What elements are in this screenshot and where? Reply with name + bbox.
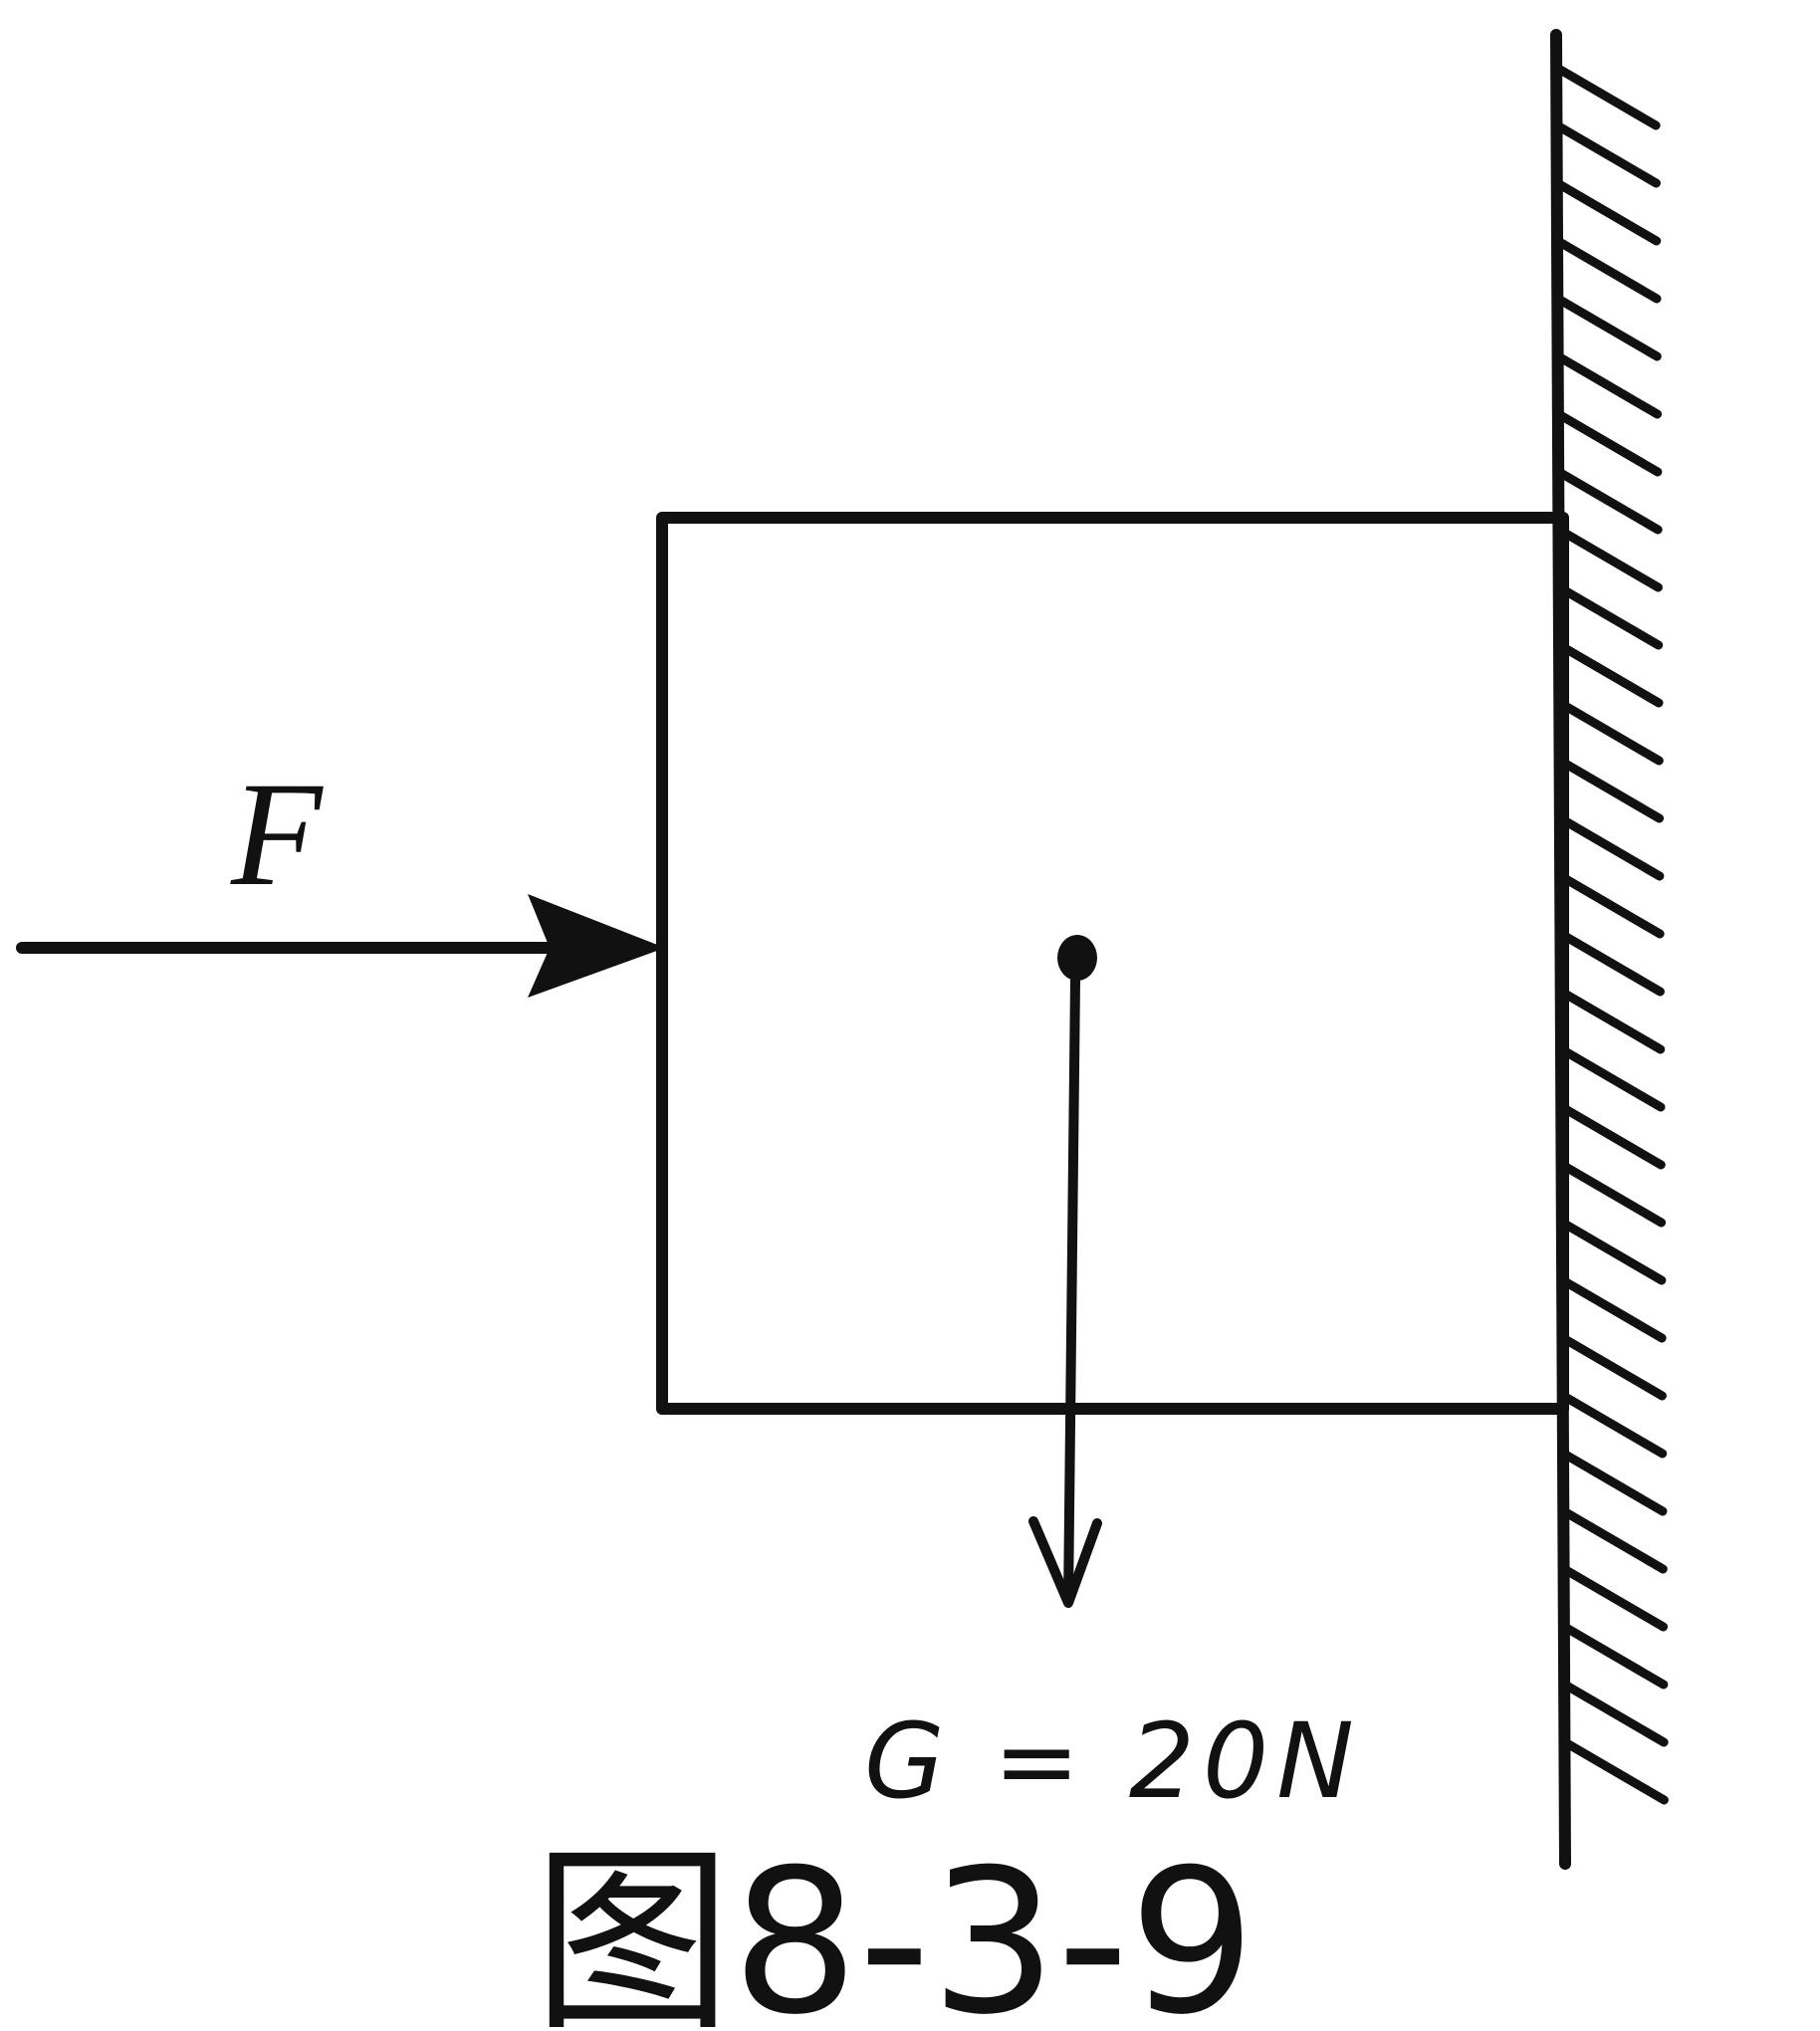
hatch-mark: [1561, 1162, 1667, 1228]
wall: [1550, 29, 1669, 1870]
hatch-mark: [1561, 1277, 1667, 1343]
hatch-mark: [1555, 65, 1661, 130]
hatch-mark: [1562, 1393, 1668, 1459]
gravity-arrow: [1028, 935, 1102, 1608]
gravity-arrow-shaft: [1063, 976, 1080, 1606]
hatch-mark: [1559, 873, 1665, 939]
hatch-mark: [1561, 1335, 1667, 1401]
hatch-mark: [1563, 1682, 1669, 1747]
hatch-mark: [1556, 180, 1662, 246]
wall-hatching: [1555, 65, 1669, 1805]
hatch-mark: [1559, 815, 1665, 881]
hatch-mark: [1555, 122, 1661, 188]
block: [656, 512, 1569, 1415]
hatch-mark: [1562, 1451, 1668, 1516]
gravity-arrow-head: [1028, 1516, 1102, 1608]
hatch-mark: [1563, 1739, 1669, 1805]
hatch-mark: [1559, 931, 1665, 997]
hatch-mark: [1558, 584, 1664, 650]
hatch-mark: [1558, 642, 1664, 708]
hatch-mark: [1559, 758, 1665, 823]
hatch-mark: [1557, 353, 1663, 419]
hatch-mark: [1557, 411, 1663, 477]
hatch-mark: [1560, 1104, 1666, 1170]
hatch-mark: [1557, 527, 1663, 592]
force-arrow-head: [528, 894, 665, 998]
hatch-mark: [1560, 1046, 1666, 1112]
force-label: F: [230, 752, 324, 917]
hatch-mark: [1556, 238, 1662, 304]
figure-caption: 图8-3-9: [533, 1827, 1255, 2031]
hatch-mark: [1560, 989, 1666, 1054]
weight-label: G = 20N: [864, 1700, 1362, 1822]
hatch-mark: [1561, 1220, 1667, 1285]
hatch-mark: [1563, 1566, 1669, 1632]
center-of-mass-dot: [1057, 935, 1097, 981]
hatch-mark: [1557, 469, 1663, 535]
hatch-mark: [1563, 1624, 1669, 1690]
hatch-mark: [1558, 700, 1664, 766]
hatch-mark: [1562, 1508, 1668, 1574]
hatch-mark: [1556, 296, 1662, 361]
force-arrow-f: [16, 894, 665, 998]
